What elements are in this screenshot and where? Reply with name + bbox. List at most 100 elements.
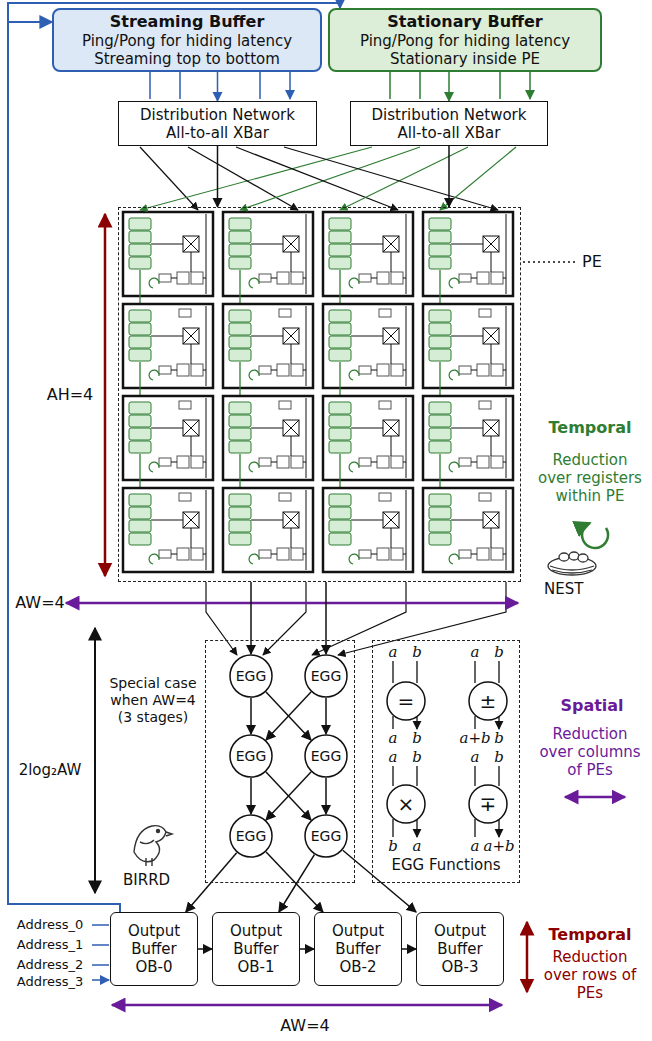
node-text: OB-2 bbox=[339, 958, 376, 976]
leader-line bbox=[523, 261, 576, 263]
loop-arrow bbox=[582, 523, 608, 548]
connector bbox=[325, 698, 327, 734]
nest-icon bbox=[548, 552, 596, 575]
annotation-label: Temporal bbox=[549, 925, 632, 944]
node-text: Output Buffer bbox=[417, 922, 503, 958]
node-text: EGG bbox=[311, 748, 342, 765]
buffer-feeds bbox=[150, 72, 530, 99]
node-text: EGG bbox=[236, 668, 267, 685]
connector bbox=[325, 582, 327, 654]
egg-circle: EGG bbox=[229, 654, 273, 698]
connector bbox=[250, 778, 252, 814]
node-text: Distribution Network All-to-all XBar bbox=[363, 106, 535, 142]
node-text: × bbox=[398, 792, 415, 816]
dimension-arrow bbox=[104, 214, 107, 576]
connector bbox=[325, 778, 327, 814]
port-label: b bbox=[412, 729, 422, 747]
node-text: Stationary Buffer bbox=[387, 12, 542, 31]
annotation-label: Address_1 bbox=[17, 937, 84, 953]
node-text: EGG bbox=[311, 668, 342, 685]
block-box: Output BufferOB-0 bbox=[110, 912, 198, 986]
node-text: Ping/Pong for hiding latency bbox=[82, 32, 292, 50]
node-text: = bbox=[398, 689, 415, 713]
dimension-arrow bbox=[112, 1004, 502, 1007]
node-text: Output Buffer bbox=[213, 922, 299, 958]
port-label: a bbox=[389, 729, 398, 747]
annotation-label: Address_2 bbox=[17, 957, 84, 973]
annotation-label: Spatial bbox=[560, 696, 623, 715]
connector bbox=[402, 948, 416, 950]
node-text: Ping/Pong for hiding latency bbox=[360, 32, 570, 50]
direction-arrow bbox=[526, 922, 529, 992]
connector bbox=[217, 146, 219, 207]
egg-circle: EGG bbox=[229, 814, 273, 858]
node-text: BIRRD bbox=[123, 871, 170, 889]
node-text: ± bbox=[480, 689, 497, 713]
node-text: OB-0 bbox=[135, 958, 172, 976]
connector bbox=[266, 692, 311, 740]
node-text: EGG bbox=[236, 748, 267, 765]
connector bbox=[250, 698, 252, 734]
dimension-arrow bbox=[66, 602, 518, 605]
port-label: b bbox=[388, 837, 398, 855]
node-text: NEST bbox=[544, 580, 583, 598]
node-text: Stationary inside PE bbox=[390, 50, 540, 68]
annotation-label: Reduction over columns of PEs bbox=[536, 725, 644, 779]
port-label: b bbox=[412, 643, 422, 661]
port-label: a bbox=[471, 643, 480, 661]
connector bbox=[448, 72, 450, 101]
block-box: Output BufferOB-3 bbox=[416, 912, 504, 986]
node-text: Streaming Buffer bbox=[110, 12, 265, 31]
connector bbox=[279, 855, 315, 912]
annotation-label: Reduction over registers within PE bbox=[536, 451, 644, 505]
connector bbox=[448, 146, 450, 207]
connector bbox=[266, 772, 311, 820]
annotation-label: Address_0 bbox=[17, 917, 84, 933]
dimension-arrow bbox=[94, 628, 96, 893]
port-label: a bbox=[471, 837, 480, 855]
connector bbox=[266, 692, 311, 740]
connector bbox=[250, 582, 252, 654]
connector bbox=[198, 948, 212, 950]
port-label: a+b bbox=[483, 837, 514, 855]
connector bbox=[217, 72, 219, 101]
annotation-label: 2log₂AW bbox=[19, 761, 82, 779]
annotation-label: AW=4 bbox=[15, 593, 64, 612]
egg-circle: EGG bbox=[304, 654, 348, 698]
block-box: BIRRDEGGEGGEGGEGGEGGEGG bbox=[205, 640, 355, 883]
port-label: b bbox=[494, 748, 504, 766]
node-text: Distribution Network All-to-all XBar bbox=[131, 106, 304, 142]
connector bbox=[266, 852, 323, 912]
port-label: b bbox=[494, 729, 504, 747]
port-label: a bbox=[389, 748, 398, 766]
annotation-label: Special case when AW=4 (3 stages) bbox=[107, 675, 199, 725]
block-box: Output BufferOB-1 bbox=[212, 912, 300, 986]
node-text: EGG Functions bbox=[391, 856, 500, 874]
annotation-label: Reduction over rows of PEs bbox=[536, 948, 644, 1002]
node-text: EGG bbox=[311, 828, 342, 845]
address-lines bbox=[92, 925, 109, 980]
connector bbox=[8, 3, 340, 912]
connector bbox=[300, 948, 314, 950]
egg-circle: EGG bbox=[229, 734, 273, 778]
direction-arrow bbox=[565, 796, 625, 799]
egg-circle: EGG bbox=[304, 734, 348, 778]
annotation-label: PE bbox=[582, 252, 602, 271]
node-text: ∓ bbox=[480, 792, 497, 816]
port-label: b bbox=[412, 748, 422, 766]
connector bbox=[8, 22, 120, 912]
egg-circle: = bbox=[386, 681, 426, 721]
port-label: a bbox=[471, 748, 480, 766]
annotation-label: AW=4 bbox=[280, 1016, 329, 1035]
port-label: b bbox=[494, 643, 504, 661]
annotation-label: Temporal bbox=[549, 418, 632, 437]
node-text: Output Buffer bbox=[315, 922, 401, 958]
block-box: Output BufferOB-2 bbox=[314, 912, 402, 986]
annotation-label: Address_3 bbox=[17, 974, 84, 990]
node-text: Output Buffer bbox=[111, 922, 197, 958]
egg-circle: ∓ bbox=[468, 784, 508, 824]
annotation-label: AH=4 bbox=[47, 385, 94, 404]
node-text: OB-1 bbox=[237, 958, 274, 976]
